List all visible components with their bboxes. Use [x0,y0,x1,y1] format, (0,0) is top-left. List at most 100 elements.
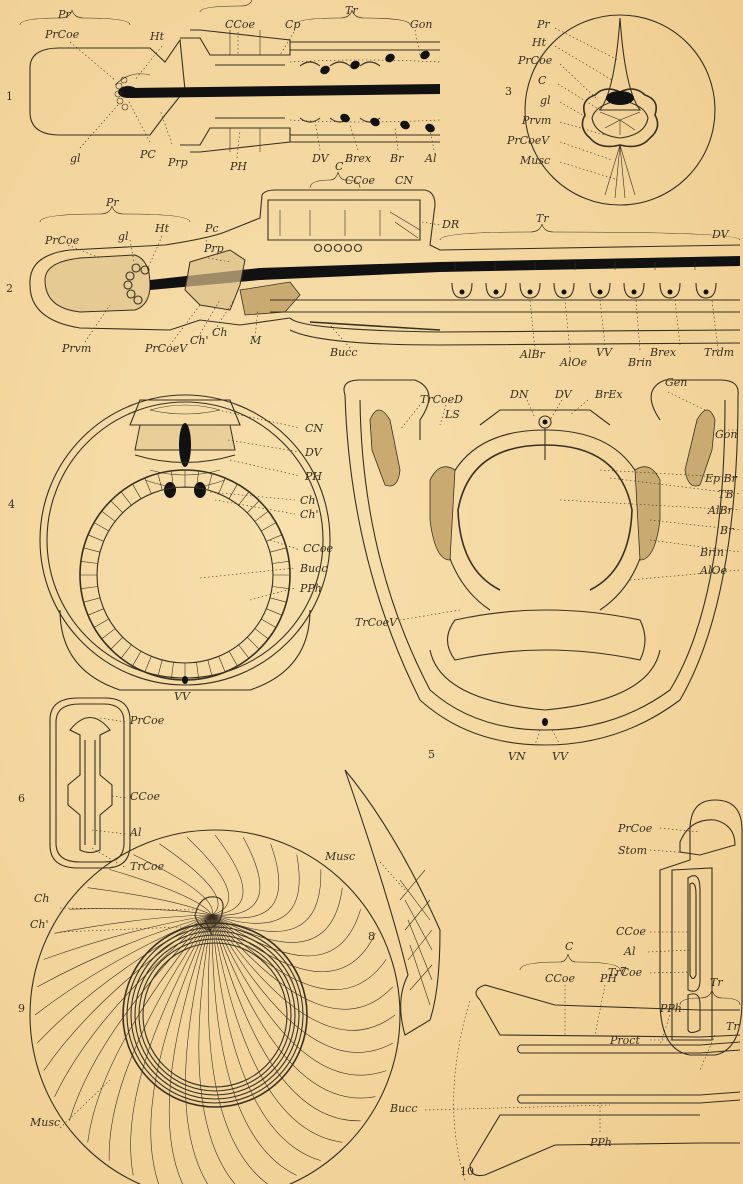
fig5-label-aloe: AlOe [699,564,727,577]
fig4-ring-tick [229,651,238,666]
fig4-number: 4 [8,498,15,511]
fig4-label-dv: DV [304,446,323,459]
fig2-label-prcoev: PrCoeV [144,342,188,355]
fig4-ring-tick [261,619,276,628]
fig5-label-trcoed: TrCoeD [420,393,463,406]
fig10-label-pph-top: PPh [659,1002,682,1015]
fig2-label-trdm: Trdm [704,346,734,359]
fig5-label-brex: BrEx [594,388,623,401]
fig2-label-ht: Ht [154,222,170,235]
fig10-label-bucc: Bucc [389,1102,418,1115]
fig4-ring-tick [111,501,123,513]
fig9-muscle-fibre [69,909,212,915]
fig4-ring-tick [88,535,104,542]
fig4-ring-tick [270,548,286,552]
fig4-ring-tick [145,478,152,494]
fig4-ring-tick [81,586,98,588]
fig9-muscle-fibre [151,915,212,1184]
fig2-label-c: C [335,160,344,173]
fig2-label-ccoe: CCoe [345,174,375,187]
fig4-ring-tick [121,492,131,505]
fig3-label-prvm: Prvm [521,114,551,127]
fig4-ring-tick [121,645,131,658]
fig9-muscle-fibre [159,844,218,915]
fig4-ring-tick [111,637,123,649]
fig3-label-musc: Musc [519,154,550,167]
fig4-ring-tick [272,586,289,588]
fig4-ring-tick [158,474,162,490]
fig4-ring-tick [81,561,98,563]
fig2-label-ch-prime: Ch' [190,334,209,347]
fig2-label-brex: Brex [649,346,677,359]
fig4-label-ccoe: CCoe [303,542,333,555]
fig1-label-ph: PH [229,160,247,173]
fig7-label-ccoe: CCoe [616,925,646,938]
fig2-label-prvm: Prvm [61,342,91,355]
fig1-label-gon: Gon [410,18,433,31]
fig4-ring-tick [239,492,249,505]
fig9-muscle-fibre [131,915,212,1175]
fig1-label-dv: DV [311,152,330,165]
fig4-ring-tick [219,478,226,494]
fig3-label-c: C [538,74,547,87]
fig4-label-ph: PH [304,470,322,483]
fig2-label-albr: AlBr [519,348,546,361]
figure-2: 2 Pr PrCoe gl Ht Pc Prp C CCoe CN DR Tr … [6,160,740,369]
fig4-ring-tick [266,535,282,542]
fig4-ring-tick [261,523,276,532]
fig1-label-br: Br [389,152,404,165]
fig4-ring-tick [102,511,115,521]
fig10-label-pph-bottom: PPh [589,1136,612,1149]
fig9-muscle-fibre [212,915,375,972]
fig4-label-pph: PPh [299,582,322,595]
fig4-ring-tick [255,629,268,639]
figure-9: 9 Ch Ch' Musc [18,830,400,1184]
fig4-label-vv: VV [174,690,191,703]
fig5-label-ls: LS [444,408,460,421]
fig2-number: 2 [6,282,13,295]
fig5-label-dv: DV [554,388,573,401]
fig3-label-pr: Pr [536,18,550,31]
fig4-ring-tick [171,662,173,679]
fig9-muscle-fibre [55,915,212,1097]
fig4-ring-tick [229,484,238,499]
fig1-label-al: Al [424,152,437,165]
figure-7: 7 PrCoe Stom CCoe Al TrCoe Proct [608,800,742,1055]
fig4-ring-tick [94,523,109,532]
fig5-label-brin: Brin [699,546,724,559]
fig4-label-cn: CN [305,422,323,435]
figure-4: 4 CN DV PH Ch Ch' CCoe Bucc PPh VV [8,395,333,703]
fig2-label-brin: Brin [627,356,652,369]
fig10-number: 10 [460,1165,474,1178]
fig2-label-dv: DV [711,228,730,241]
fig1-label-cp: Cp [285,18,300,31]
fig10-label-ph: PH [599,972,617,985]
fig1-label-tr: Tr [345,4,358,17]
fig5-label-gon: Gon [715,428,738,441]
fig4-ring-tick [266,609,282,616]
fig4-ring-tick [247,637,259,649]
figure-6: 6 PrCoe CCoe Al TrCoe [18,698,165,873]
fig1-label-pr: Pr [57,8,71,21]
fig2-label-tr: Tr [536,212,549,225]
fig4-label-ch-prime: Ch' [300,508,319,521]
fig1-number: 1 [6,90,13,103]
fig4-ring-tick [133,651,142,666]
fig9-muscle-fibre [212,915,342,1142]
fig5-label-trcoev: TrCoeV [355,616,398,629]
fig3-label-prcoev: PrCoeV [506,134,550,147]
fig9-muscle-fibre [109,869,212,915]
fig4-ring-tick [88,609,104,616]
fig10-label-ccoe: CCoe [545,972,575,985]
fig9-muscle-fibre [212,915,393,1052]
fig9-label-musc: Musc [29,1116,60,1129]
fig9-muscle-fibre [212,844,279,918]
fig3-label-gl: gl [540,94,551,107]
fig8-label-musc: Musc [324,850,355,863]
figure-3: 3 Pr Ht PrCoe C gl Prvm PrCoeV Musc [505,15,715,205]
fig9-number: 9 [18,1002,25,1015]
fig6-label-trcoe: TrCoe [130,860,165,873]
fig6-label-prcoe: PrCoe [129,714,165,727]
fig2-label-aloe: AlOe [559,356,587,369]
